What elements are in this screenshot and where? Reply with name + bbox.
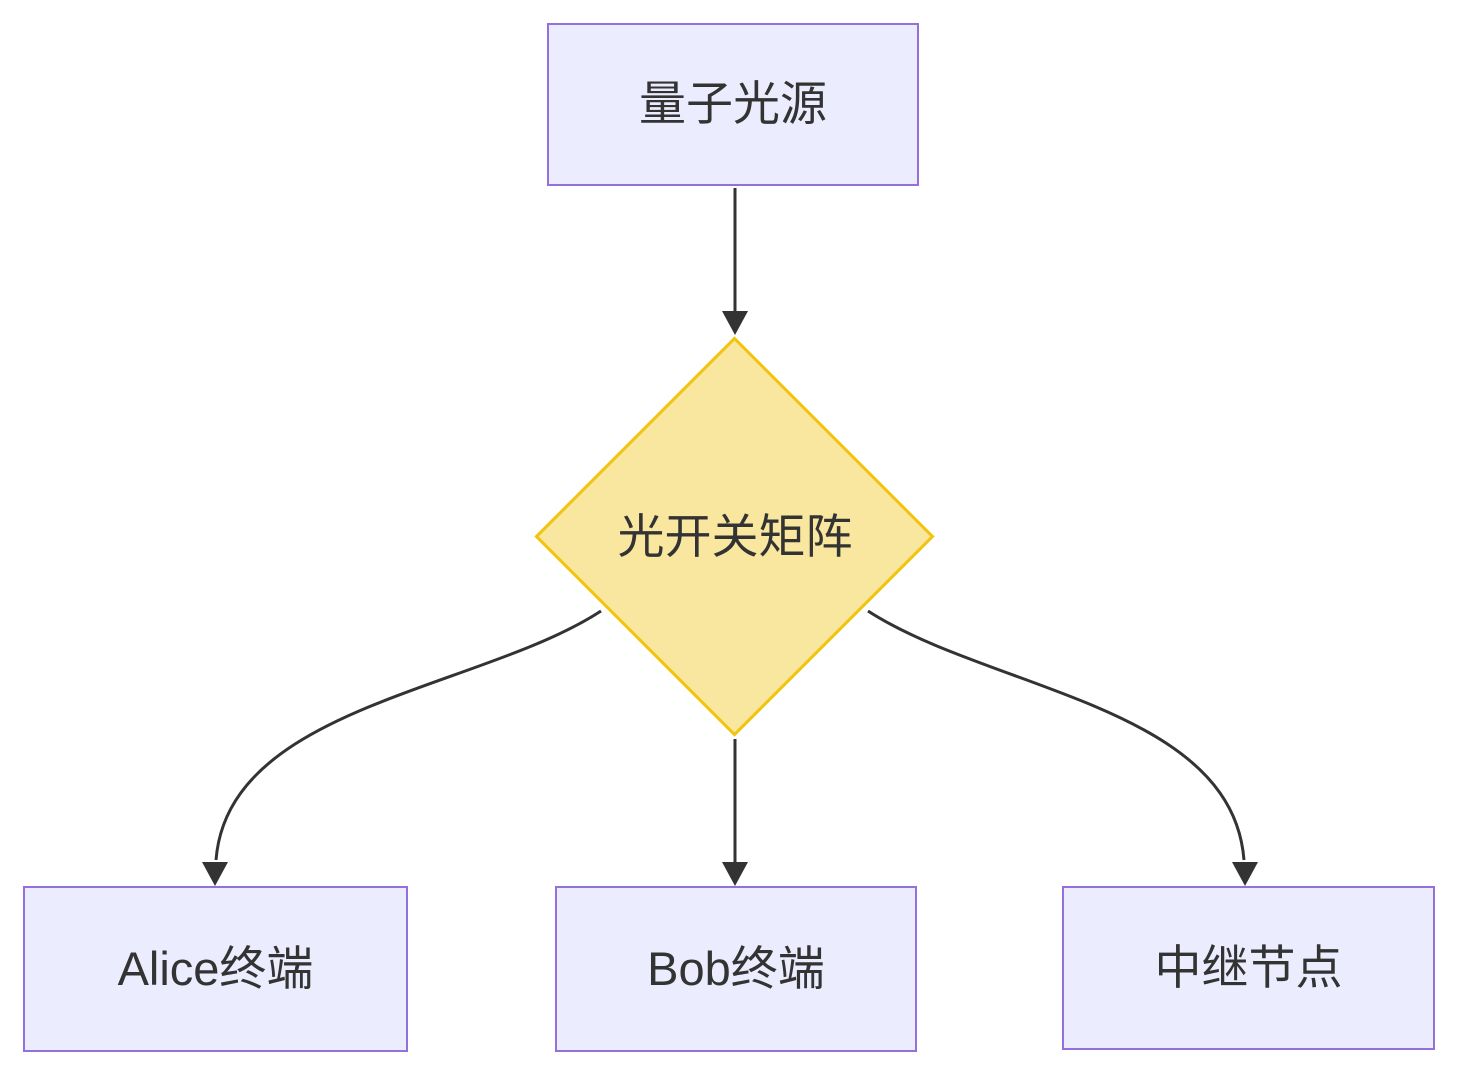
node-relay-node: 中继节点 — [1062, 886, 1435, 1050]
node-alice-terminal-label: Alice终端 — [117, 941, 314, 995]
edge-switch-to-bob-arrowhead-icon — [722, 862, 748, 886]
edge-source-to-switch-arrowhead-icon — [722, 311, 748, 335]
node-alice-terminal: Alice终端 — [23, 886, 408, 1052]
edge-switch-to-alice-line — [214, 609, 602, 861]
node-optical-switch-matrix — [534, 336, 935, 737]
edge-switch-to-relay-line — [867, 609, 1246, 861]
edge-switch-to-alice-arrowhead-icon — [202, 862, 228, 886]
node-relay-node-label: 中继节点 — [1154, 940, 1343, 994]
node-bob-terminal: Bob终端 — [555, 886, 917, 1052]
node-quantum-source-label: 量子光源 — [639, 77, 827, 131]
edge-switch-to-relay-arrowhead-icon — [1232, 862, 1258, 886]
node-quantum-source: 量子光源 — [547, 23, 919, 186]
node-bob-terminal-label: Bob终端 — [647, 941, 825, 995]
